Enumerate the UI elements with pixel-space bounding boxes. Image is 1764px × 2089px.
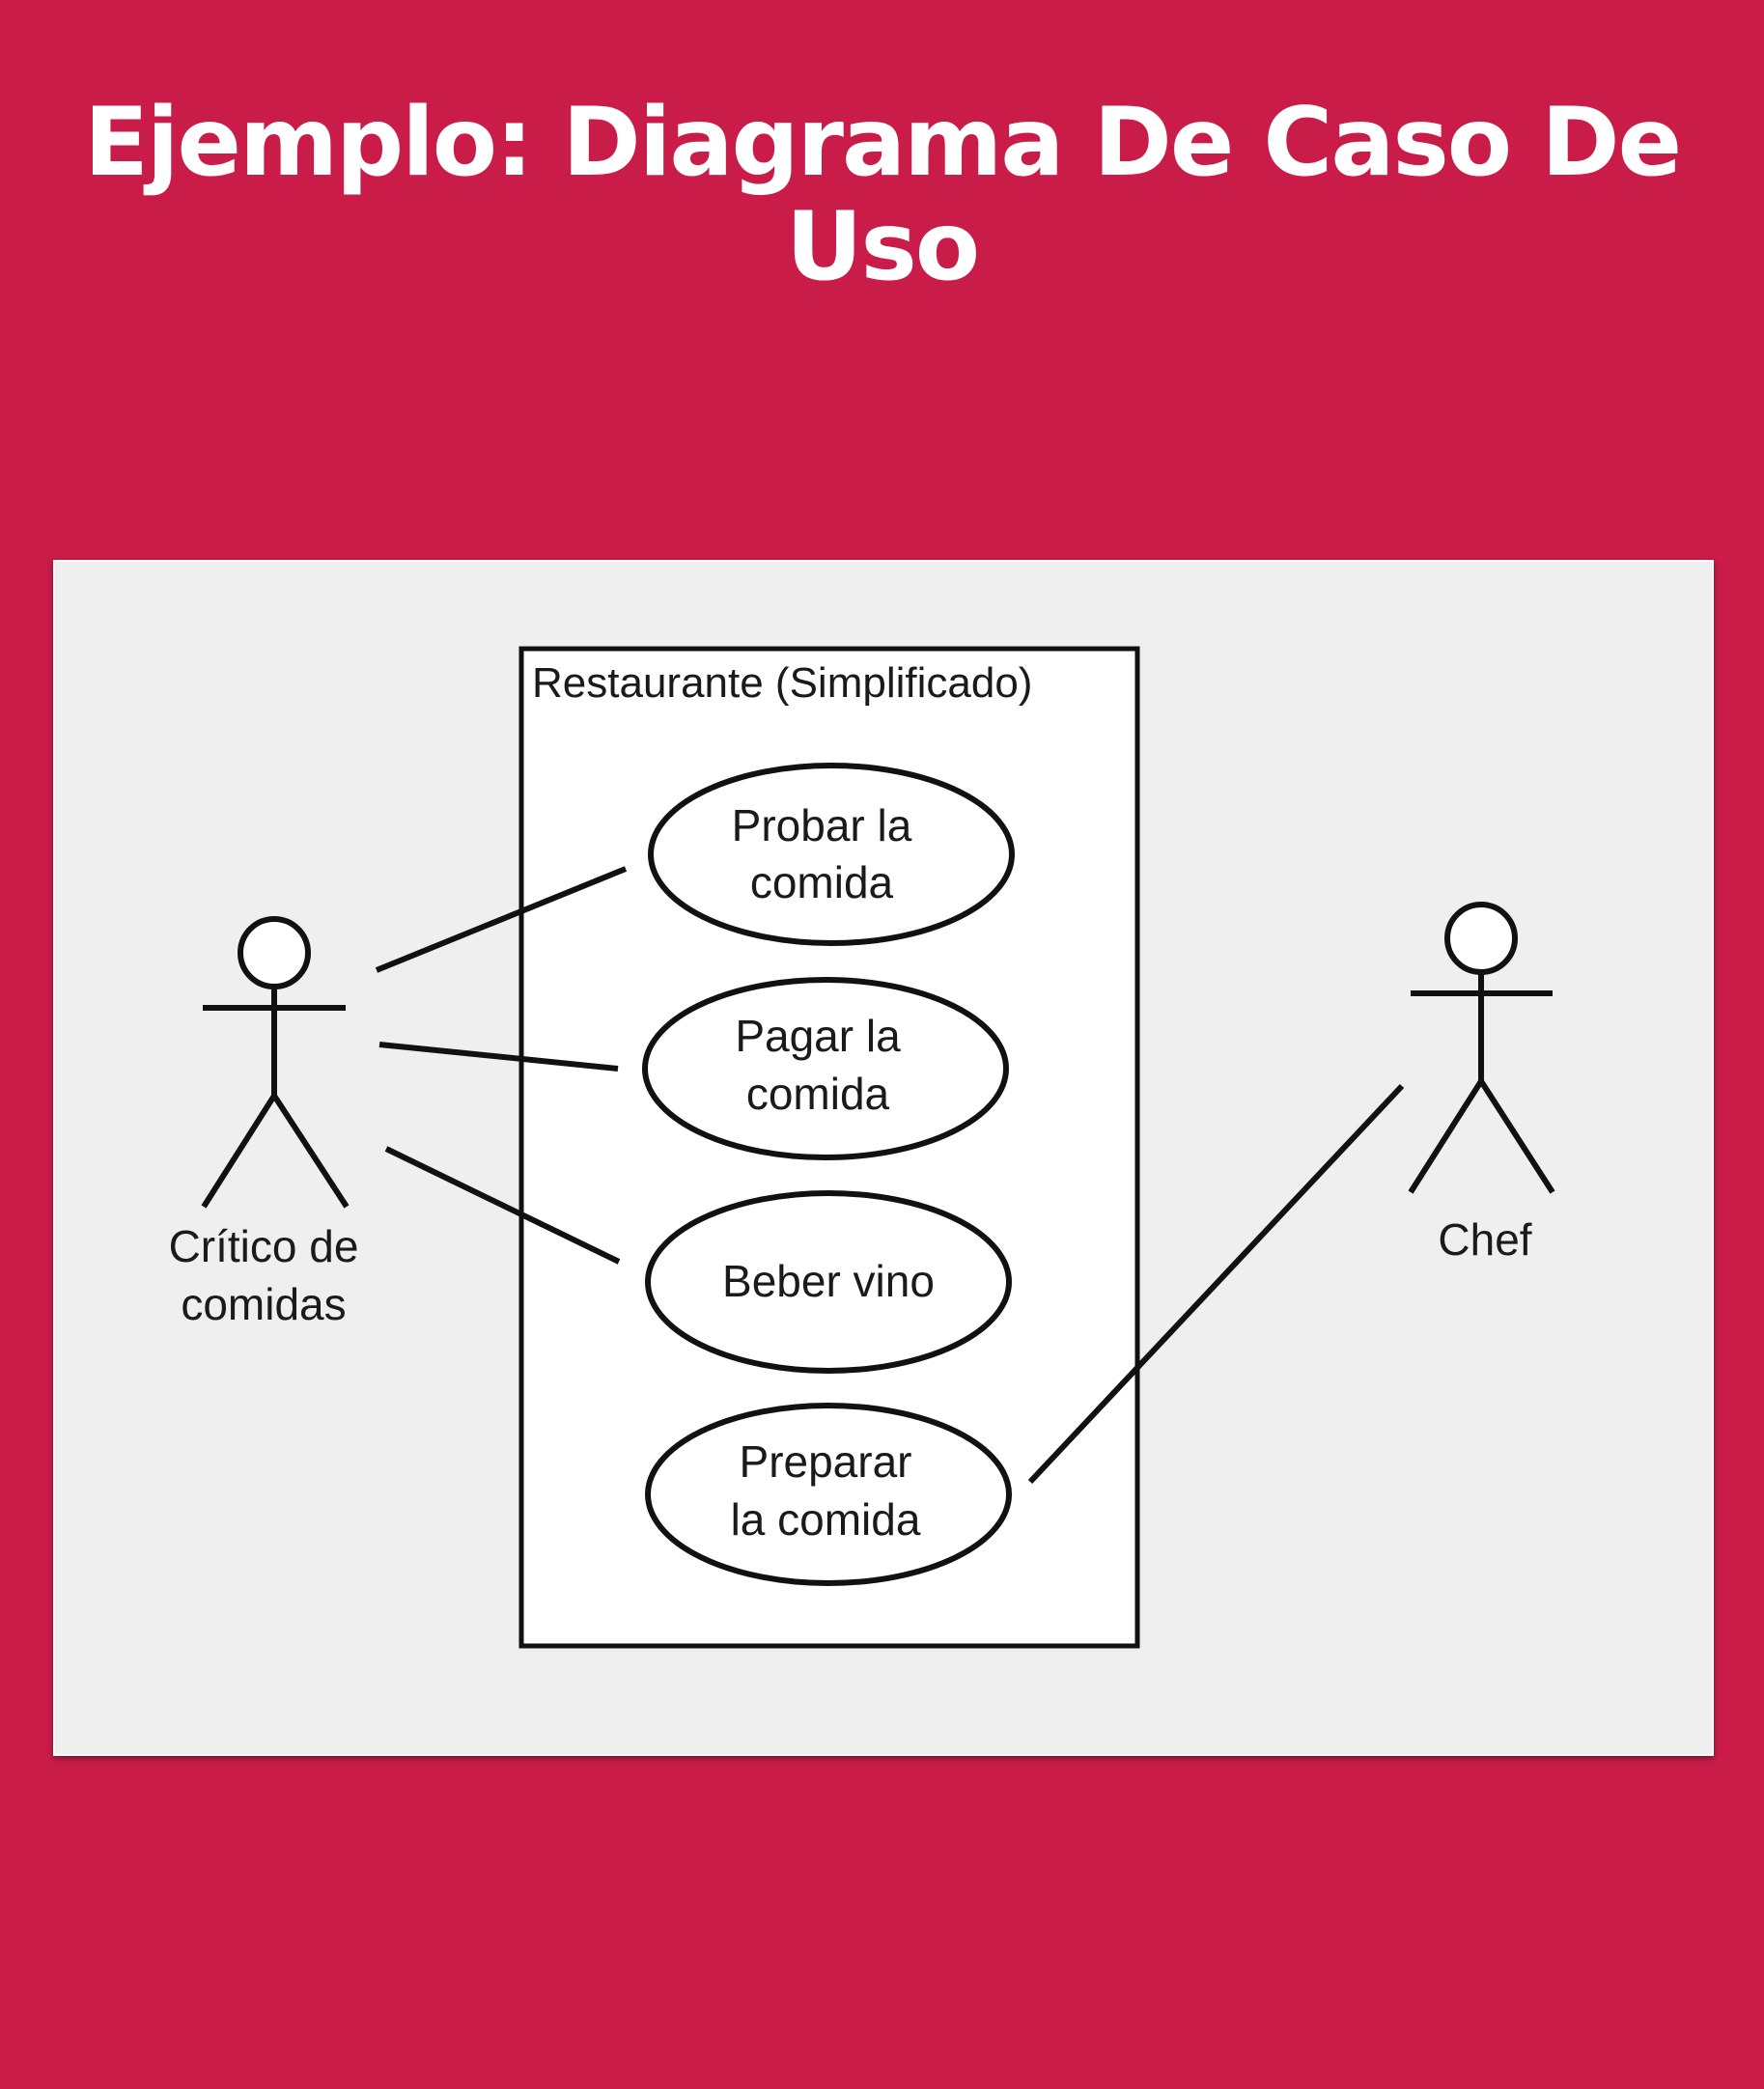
actor-chef[interactable]	[1408, 902, 1555, 1194]
actor-critic-label: comidas	[181, 1279, 346, 1329]
use-case-beber[interactable]: Beber vino	[645, 1190, 1012, 1374]
association-critic-beber	[384, 1146, 621, 1265]
use-case-label: Beber vino	[722, 1256, 935, 1306]
use-case-probar[interactable]: Probar la comida	[648, 763, 1015, 946]
association-critic-probar	[375, 866, 628, 973]
actor-critic[interactable]	[201, 916, 350, 1209]
actor-leg-left	[1408, 1079, 1484, 1194]
actor-head	[238, 916, 311, 989]
use-case-ellipse	[645, 1190, 1012, 1374]
use-case-label: comida	[746, 1069, 890, 1119]
use-case-ellipse	[645, 1403, 1012, 1586]
slide-title: Ejemplo: Diagrama De Caso De Uso	[83, 88, 1682, 302]
actor-leg-right	[1478, 1079, 1555, 1194]
use-case-label: la comida	[731, 1494, 921, 1545]
association-chef-preparar	[1027, 1083, 1405, 1485]
actor-chef-label: Chef	[1438, 1214, 1531, 1265]
actor-leg-right	[271, 1094, 350, 1209]
actor-leg-left	[201, 1094, 277, 1209]
use-case-label: Preparar	[740, 1436, 912, 1487]
actor-critic-label: Crítico de	[169, 1221, 359, 1271]
use-case-ellipse	[648, 763, 1015, 946]
actor-head	[1444, 902, 1518, 975]
use-case-ellipse	[642, 977, 1009, 1160]
use-case-label: Pagar la	[735, 1011, 901, 1061]
system-label: Restaurante (Simplificado)	[532, 659, 1032, 707]
use-case-label: Probar la	[732, 800, 912, 850]
use-case-preparar[interactable]: Preparar la comida	[645, 1403, 1012, 1586]
association-critic-pagar	[378, 1042, 619, 1072]
use-case-label: comida	[750, 857, 894, 907]
use-case-pagar[interactable]: Pagar la comida	[642, 977, 1009, 1160]
